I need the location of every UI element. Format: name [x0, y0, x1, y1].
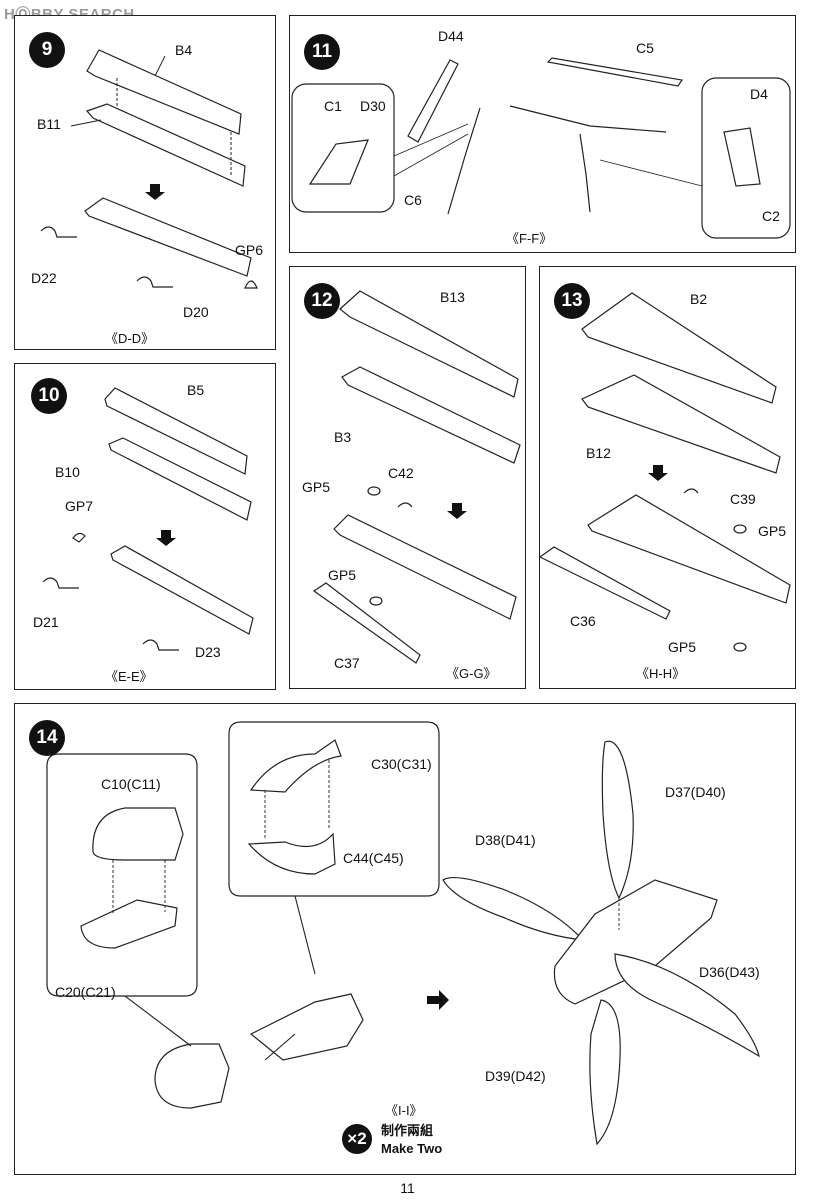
- step-13-panel: 13 B2 B12 C39 GP5 C36 GP5 《H-H》: [539, 266, 796, 689]
- make-two-chinese: 制作兩組: [381, 1123, 434, 1138]
- section-label-e: 《E-E》: [105, 669, 153, 684]
- make-two-note: 制作兩組 Make Two: [381, 1122, 442, 1158]
- section-label-i: 《I-I》: [385, 1103, 423, 1118]
- label-c6: C6: [404, 192, 422, 208]
- step-14-badge: 14: [29, 720, 65, 756]
- label-c36: C36: [570, 613, 596, 629]
- label-b13: B13: [440, 289, 465, 305]
- label-d21: D21: [33, 614, 59, 630]
- step-11-panel: 11 D44 C5 C1 D30 C6 D4 C2 《F-F》: [289, 15, 796, 253]
- label-c39: C39: [730, 491, 756, 507]
- step-11-drawing: [290, 16, 795, 252]
- section-label-h: 《H-H》: [636, 666, 686, 681]
- label-c5: C5: [636, 40, 654, 56]
- label-b3: B3: [334, 429, 352, 445]
- label-b12: B12: [586, 445, 611, 461]
- label-b5: B5: [187, 382, 205, 398]
- label-c37: C37: [334, 655, 360, 671]
- step-11-badge: 11: [304, 34, 340, 70]
- label-c1: C1: [324, 98, 342, 114]
- label-c30-c31: C30(C31): [371, 756, 432, 772]
- page-number: 11: [400, 1180, 415, 1196]
- label-b4: B4: [175, 42, 193, 58]
- label-b11: B11: [37, 116, 61, 132]
- section-label-d: 《D-D》: [105, 331, 155, 346]
- section-label-g: 《G-G》: [446, 666, 497, 681]
- make-two-english: Make Two: [381, 1141, 443, 1156]
- label-c44-c45: C44(C45): [343, 850, 404, 866]
- label-d39-d42: D39(D42): [485, 1068, 546, 1084]
- step-12-badge: 12: [304, 283, 340, 319]
- label-b2: B2: [690, 291, 708, 307]
- step-12-panel: 12 B13 B3 GP5 C42 GP5 C37 《G-G》: [289, 266, 526, 689]
- section-label-f: 《F-F》: [506, 231, 553, 246]
- label-d23: D23: [195, 644, 221, 660]
- step-10-panel: 10 B5 B10 GP7 D21 D23 《E-E》: [14, 363, 276, 690]
- step-10-badge: 10: [31, 378, 67, 414]
- label-gp5-right: GP5: [758, 523, 787, 539]
- label-d30: D30: [360, 98, 386, 114]
- label-c10-c11: C10(C11): [101, 776, 161, 792]
- step-9-panel: 9 B4 B11 D22 D20 GP6 《D-D》: [14, 15, 276, 350]
- label-gp5-lower: GP5: [328, 567, 357, 583]
- label-c42: C42: [388, 465, 414, 481]
- label-d37-d40: D37(D40): [665, 784, 726, 800]
- step-14-panel: 14 C10(C11) C20(C21): [14, 703, 796, 1175]
- label-d20: D20: [183, 304, 209, 320]
- label-d38-d41: D38(D41): [475, 832, 536, 848]
- label-d44: D44: [438, 28, 464, 44]
- label-gp5-upper: GP5: [302, 479, 331, 495]
- label-d4: D4: [750, 86, 768, 102]
- label-c20-c21: C20(C21): [55, 984, 116, 1000]
- label-d36-d43: D36(D43): [699, 964, 760, 980]
- label-b10: B10: [55, 464, 80, 480]
- label-d22: D22: [31, 270, 57, 286]
- label-gp5-bottom: GP5: [668, 639, 697, 655]
- step-13-badge: 13: [554, 283, 590, 319]
- step-9-badge: 9: [29, 32, 65, 68]
- label-c2: C2: [762, 208, 780, 224]
- label-gp7: GP7: [65, 498, 94, 514]
- make-two-badge: ×2: [342, 1124, 372, 1154]
- label-gp6: GP6: [235, 242, 264, 258]
